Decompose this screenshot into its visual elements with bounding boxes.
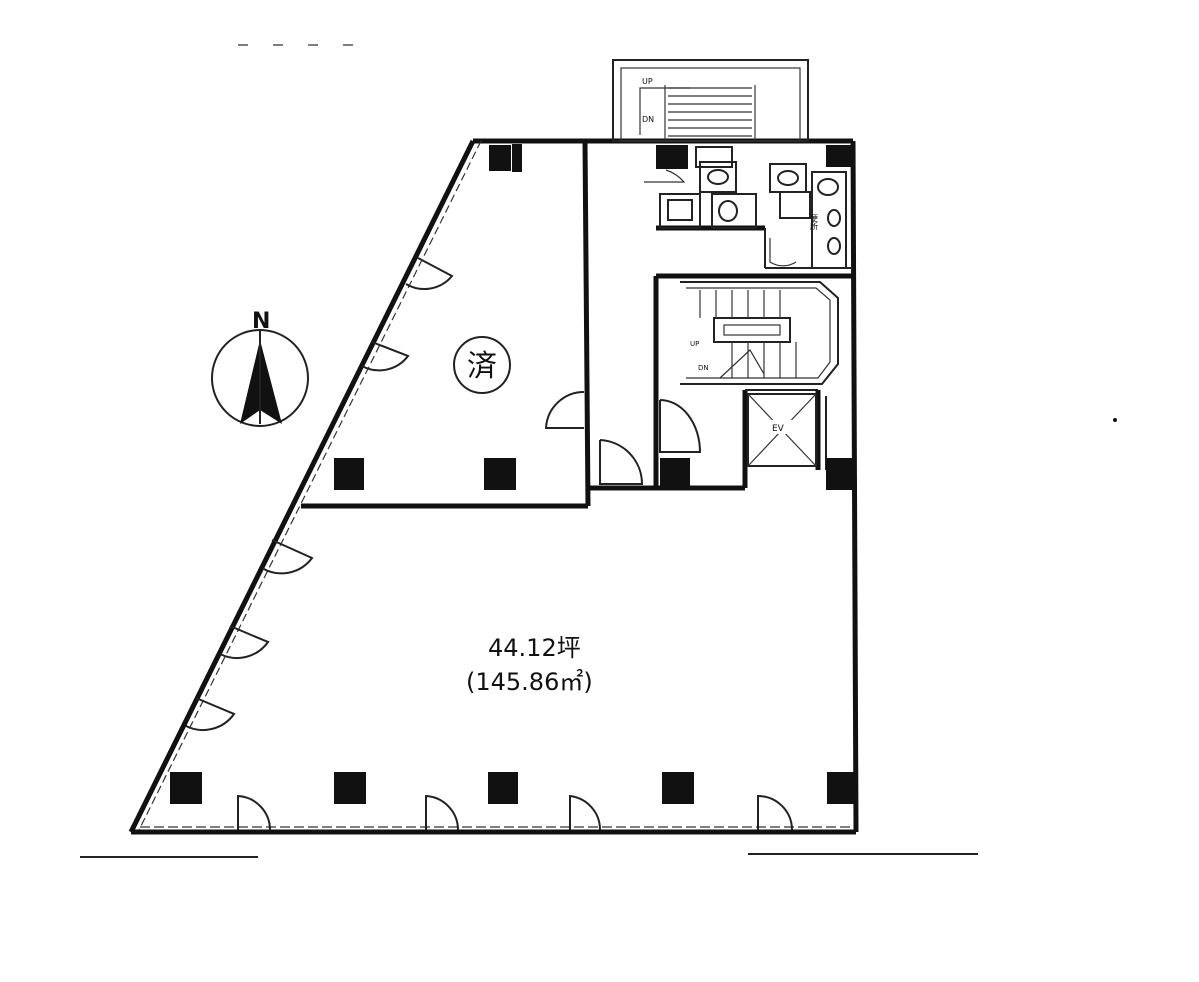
leased-room-walls (301, 140, 591, 509)
door-swing-icon (361, 341, 410, 372)
door-swing-icon (569, 794, 602, 831)
stair-down-label: DN (642, 115, 654, 124)
leased-mark: 済 (453, 336, 511, 394)
door-swing-icon (659, 399, 702, 453)
door-swing-icon (261, 539, 314, 575)
exterior-stair: UP DN (612, 59, 809, 142)
door-swings (185, 257, 793, 831)
column (170, 772, 202, 804)
area-tsubo: 44.12坪 (488, 634, 581, 662)
column (826, 145, 852, 167)
core-down-label: DN (698, 364, 709, 372)
toilet-block: 便所 (644, 146, 847, 269)
column (488, 772, 518, 804)
door-swing-icon (757, 794, 793, 831)
interior-stair: UP DN (680, 281, 839, 385)
column (662, 772, 694, 804)
door-swing-icon (405, 257, 454, 290)
column (334, 772, 366, 804)
elevator-icon: EV (772, 424, 785, 434)
column (489, 145, 511, 171)
door-swing-icon (237, 794, 272, 831)
column (512, 144, 522, 172)
area-sqm: (145.86㎡) (466, 668, 593, 696)
column (827, 772, 855, 804)
dot-mark (1113, 418, 1117, 422)
door-swing-icon (219, 625, 270, 659)
column (484, 458, 516, 490)
building-outline (128, 138, 859, 835)
door-swing-icon (599, 439, 644, 485)
column (660, 458, 690, 488)
column (334, 458, 364, 490)
door-swing-icon (425, 794, 460, 831)
compass-label: N (252, 309, 270, 334)
toilet-label: 便所 (810, 213, 819, 231)
column (656, 145, 688, 169)
core-up-label: UP (690, 340, 699, 348)
columns (170, 144, 855, 804)
leased-mark-text: 済 (467, 349, 497, 384)
door-swing-icon (185, 697, 236, 731)
door-swing-icon (544, 390, 585, 429)
compass-icon: N (211, 309, 309, 427)
column (826, 458, 852, 490)
stair-up-label: UP (642, 77, 653, 86)
elevator-shaft: EV (747, 393, 827, 470)
